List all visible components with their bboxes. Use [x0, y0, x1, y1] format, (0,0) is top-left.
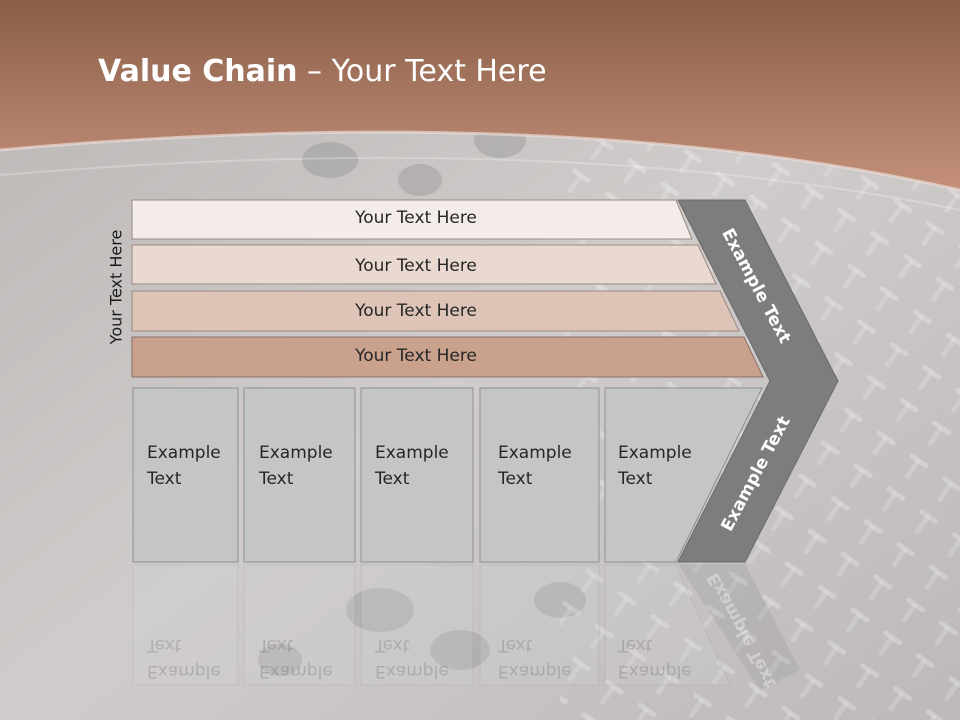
- row-label-1: Your Text Here: [355, 208, 477, 228]
- slide-title: Value Chain – Your Text Here: [98, 54, 547, 89]
- row-label-3: Your Text Here: [355, 301, 477, 321]
- row-label-4: Your Text Here: [355, 346, 477, 366]
- row-bar-4: [131, 336, 764, 378]
- activity-box-2: [243, 387, 356, 563]
- chevron-reflection: [678, 564, 800, 690]
- boxes-reflection: [132, 564, 731, 686]
- activity-box-3: [360, 387, 474, 563]
- row-bar-3: [131, 290, 740, 332]
- activity-box-1: [132, 387, 239, 563]
- title-bold: Value Chain: [98, 54, 298, 89]
- activity-box-4: [479, 387, 600, 563]
- row-label-2: Your Text Here: [355, 256, 477, 276]
- chevron-arrow: [677, 199, 839, 563]
- row-bar-2: [131, 244, 717, 285]
- activity-box-5: [604, 387, 763, 563]
- row-bar-1: [131, 199, 693, 240]
- title-rest: – Your Text Here: [297, 54, 547, 89]
